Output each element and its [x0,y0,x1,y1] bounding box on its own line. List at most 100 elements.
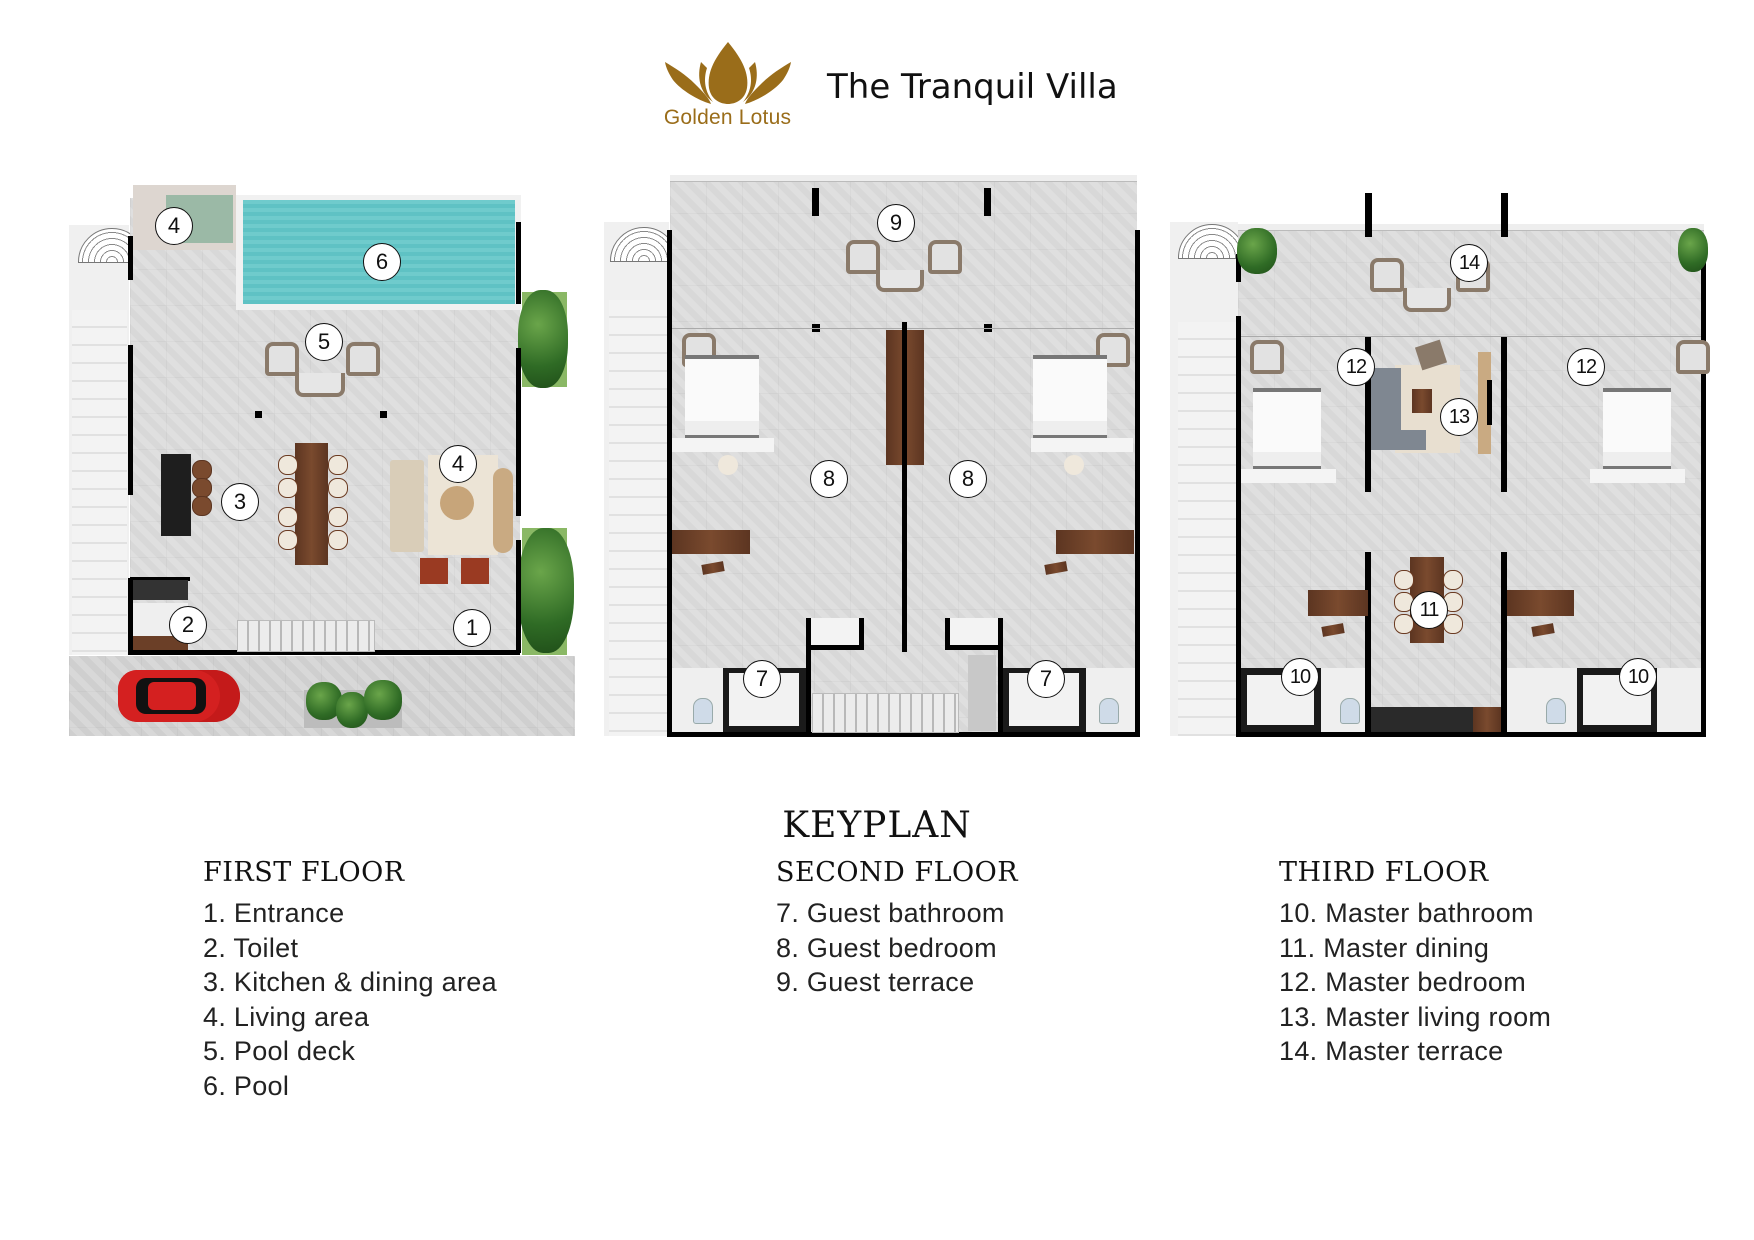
wall [1365,552,1371,734]
tv-console [493,468,513,553]
room-marker: 12 [1337,348,1375,386]
toilet-icon [1546,698,1566,724]
legend-item: 3. Kitchen & dining area [203,967,497,997]
coffee-table [440,486,474,520]
dining-chair [1394,614,1414,634]
terrace-line [1241,336,1701,337]
dining-table [295,443,328,565]
brand-name: Golden Lotus [663,106,792,129]
desk [1308,590,1368,616]
legend-item: 10. Master bathroom [1279,898,1534,928]
legend-item: 2. Toilet [203,932,299,963]
coffee-table [1412,389,1432,413]
dining-chair [328,455,348,475]
third-floor-plan: 14 12 13 12 11 10 10 [1170,193,1710,737]
wall [1236,254,1241,282]
room-marker: 10 [1619,658,1657,696]
toilet-icon [1340,698,1360,724]
wall [516,222,521,304]
deck-chair [265,342,299,376]
room-marker: 5 [305,323,343,361]
plant-icon [336,692,368,728]
legend-item: 7. Guest bathroom [776,898,1005,928]
partition-wall [902,322,907,652]
dining-chair [328,507,348,527]
bedroom-chair [1250,340,1284,374]
wall [128,345,133,495]
stool [718,455,738,475]
wall [130,577,190,581]
dining-chair [278,530,298,550]
room-marker: 11 [1410,591,1448,629]
wall [1365,337,1371,492]
room-marker: 1 [453,609,491,647]
room-marker: 6 [363,243,401,281]
vanity [133,636,188,650]
outdoor-stairs [609,300,667,736]
wall [1365,193,1372,237]
wall [812,188,819,216]
wall [1236,316,1241,736]
plant-icon [364,680,402,720]
wall [1501,193,1508,237]
dining-chair [278,455,298,475]
bed [685,355,759,441]
room-marker: 12 [1567,348,1605,386]
utility-cabinet [133,580,188,600]
page-title: The Tranquil Villa [827,67,1118,107]
legend-item: 14. Master terrace [1279,1036,1504,1066]
keyplan-title: KEYPLAN [782,805,972,846]
bed [1603,388,1671,472]
armchair [420,558,448,584]
column-heading: THIRD FLOOR [1279,857,1489,888]
closet [806,618,864,650]
plant-icon [518,290,568,388]
plant-icon [1678,228,1708,272]
terrace-railing [670,175,1137,182]
interior-stairs [237,620,375,652]
first-floor-plan: 4 6 5 3 4 2 1 [0,0,600,760]
terrace-sofa [1403,288,1451,312]
keyplan-first-floor: FIRST FLOOR 1. Entrance 2. Toilet 3. Kit… [203,857,497,1103]
car-icon [118,670,240,722]
room-marker: 9 [877,204,915,242]
tv-console [1478,352,1491,454]
terrace-chair [1370,258,1404,292]
closet [945,618,1003,650]
room-marker: 8 [810,460,848,498]
wall [984,188,991,216]
wall [998,648,1003,734]
room-marker: 7 [743,660,781,698]
shelf [1031,438,1133,452]
room-marker: 8 [949,460,987,498]
kitchen-island [161,454,191,536]
second-floor-plan: 9 8 8 7 7 [0,0,1150,760]
dining-chair [1443,614,1463,634]
legend-item: 5. Pool deck [203,1036,356,1066]
bed [1253,388,1321,472]
column [380,411,387,418]
wall [1236,732,1706,737]
shelf [672,438,774,452]
legend-item: 9. Guest terrace [776,967,975,997]
dining-chair [1394,570,1414,590]
dining-chair [278,507,298,527]
wall [128,236,133,280]
dining-chair [1443,570,1463,590]
outdoor-stairs [72,310,127,655]
wall [128,650,520,655]
terrace-chair [846,240,880,274]
landing [968,655,996,731]
terrace-railing [1238,224,1704,231]
room-marker: 4 [439,445,477,483]
wall [128,578,133,653]
outdoor-stairs [1178,322,1236,736]
kitchenette [1371,707,1473,732]
wall [1135,230,1140,736]
counter [1473,707,1501,732]
toilet-icon [693,698,713,724]
toilet-icon [1099,698,1119,724]
desk [1056,530,1134,554]
legend-item: 12. Master bedroom [1279,967,1527,997]
wall [667,230,672,736]
